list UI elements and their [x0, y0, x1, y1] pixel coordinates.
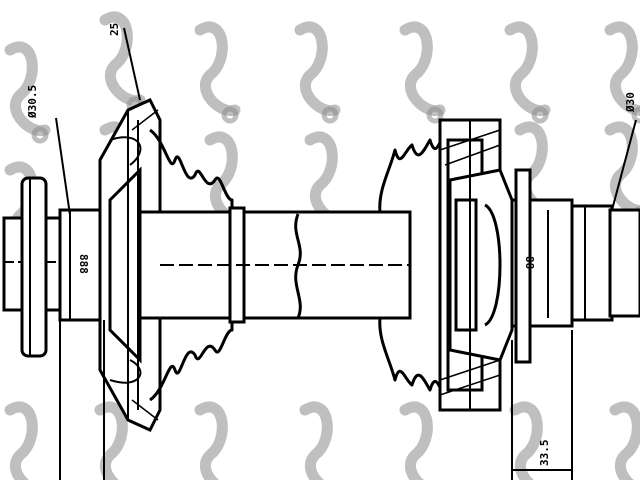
right-diameter-label: Ø30 — [624, 92, 637, 113]
watermark-logo — [294, 21, 341, 124]
watermark-logo — [604, 121, 640, 224]
spline-mark-right: 88 — [523, 256, 536, 269]
watermark-logo — [4, 401, 38, 480]
bottom-length-label: 33.5 — [538, 440, 551, 467]
watermark-logo — [509, 401, 543, 480]
watermark-logo — [4, 41, 51, 144]
watermark-logo — [399, 401, 433, 480]
watermark-logo — [609, 401, 640, 480]
left-cv-joint — [98, 98, 162, 432]
watermark-logo — [604, 21, 640, 124]
watermark-logo — [299, 401, 333, 480]
watermark-logo — [194, 401, 228, 480]
right-stub-shaft: 88 — [510, 168, 640, 364]
dimension-lines — [55, 27, 637, 480]
left-stub-shaft: 888 — [2, 176, 106, 358]
watermark-logo — [399, 21, 446, 124]
top-callout-label: 25 — [108, 23, 121, 36]
right-cv-joint — [438, 118, 514, 412]
right-boot — [378, 129, 448, 401]
main-shaft — [138, 206, 412, 324]
watermark-logo — [504, 21, 551, 124]
left-diameter-label: Ø30.5 — [26, 85, 39, 119]
watermark-logo — [94, 401, 128, 480]
spline-mark: 888 — [77, 254, 90, 274]
left-boot — [149, 128, 234, 402]
watermark-logo — [194, 21, 241, 124]
